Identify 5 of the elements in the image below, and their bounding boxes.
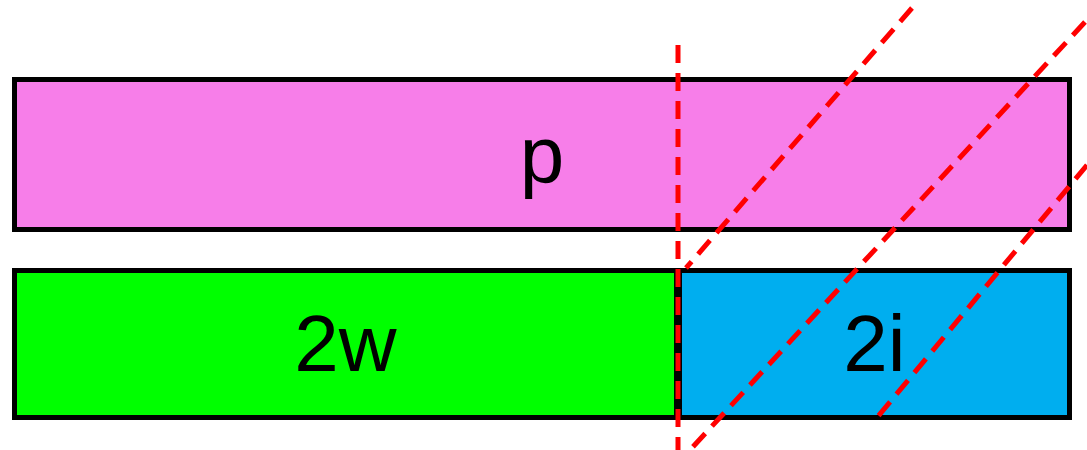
segment-label: 2i [843,304,906,384]
bar-segment [12,268,679,420]
segment-label: 2w [294,304,397,384]
bar-segment [677,268,1072,420]
bar-segment [12,77,1072,232]
